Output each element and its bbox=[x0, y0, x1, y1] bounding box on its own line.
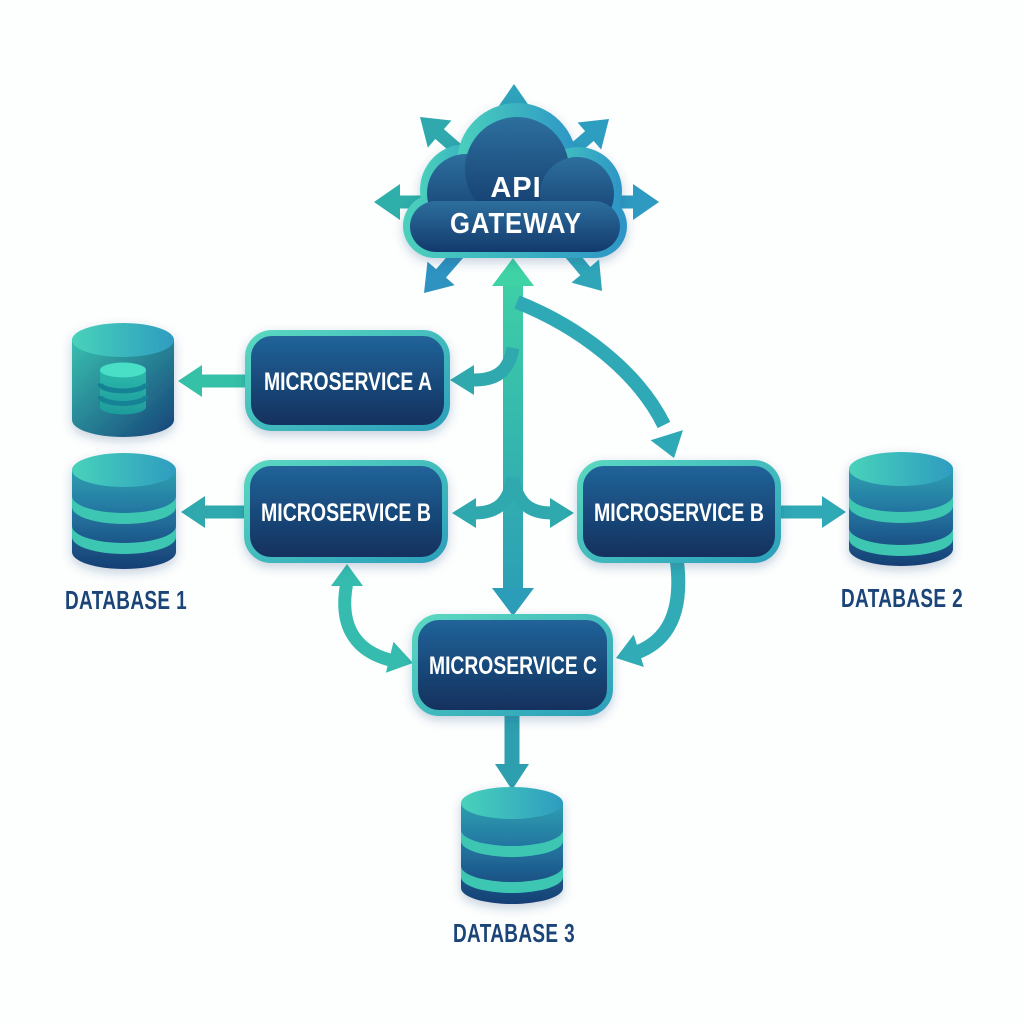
curve-arrow-gateway-to-microservice-b-right bbox=[514, 295, 683, 458]
api-gateway-label-line2: GATEWAY bbox=[450, 208, 582, 240]
cloud-inner bbox=[410, 117, 620, 252]
branch-arrow-to-microservice-b-right bbox=[506, 476, 574, 528]
microservice-b-right-node: MICROSERVICE B bbox=[577, 460, 781, 563]
database-1-stripe bbox=[72, 526, 176, 554]
database-a-top bbox=[72, 323, 174, 357]
database-1-top bbox=[72, 453, 176, 487]
database-3-node bbox=[461, 787, 563, 904]
database-a-node bbox=[72, 323, 174, 437]
microservice-b-left-label: MICROSERVICE B bbox=[261, 499, 431, 527]
curve-arrow-microservice-b-right-to-c bbox=[616, 561, 686, 667]
api-gateway-label-line1: API bbox=[490, 172, 541, 204]
database-2-stripe bbox=[849, 495, 953, 523]
arrow-microservice-b-right-to-database-2 bbox=[776, 496, 846, 528]
database-2-top bbox=[849, 452, 953, 486]
microservice-b-left-node: MICROSERVICE B bbox=[244, 460, 448, 563]
database-1-label: DATABASE 1 bbox=[65, 585, 187, 615]
database-3-stripe bbox=[461, 830, 563, 857]
arrow-microservice-c-to-database-3 bbox=[495, 713, 529, 790]
microservice-b-right-label: MICROSERVICE B bbox=[594, 499, 764, 527]
curve-arrow-microservice-b-left-to-c bbox=[331, 564, 413, 673]
microservice-a-label: MICROSERVICE A bbox=[264, 368, 432, 396]
mini-database-icon bbox=[97, 362, 149, 415]
branch-arrow-to-microservice-a bbox=[450, 346, 520, 395]
database-1-stripe bbox=[72, 496, 176, 524]
arrow-microservice-b-left-to-database-1 bbox=[181, 496, 251, 528]
database-3-top bbox=[461, 787, 563, 819]
arrow-microservice-a-to-database-a bbox=[178, 365, 252, 397]
microservice-a-node: MICROSERVICE A bbox=[245, 330, 450, 431]
database-3-stripe bbox=[461, 866, 563, 893]
database-3-label: DATABASE 3 bbox=[453, 918, 575, 948]
database-2-label: DATABASE 2 bbox=[841, 583, 963, 613]
database-2-node bbox=[849, 452, 953, 566]
microservice-c-label: MICROSERVICE C bbox=[429, 652, 597, 680]
microservice-c-node: MICROSERVICE C bbox=[412, 614, 613, 716]
api-gateway-node: API GATEWAY bbox=[403, 103, 627, 258]
database-1-node bbox=[72, 453, 176, 569]
database-2-stripe bbox=[849, 528, 953, 556]
